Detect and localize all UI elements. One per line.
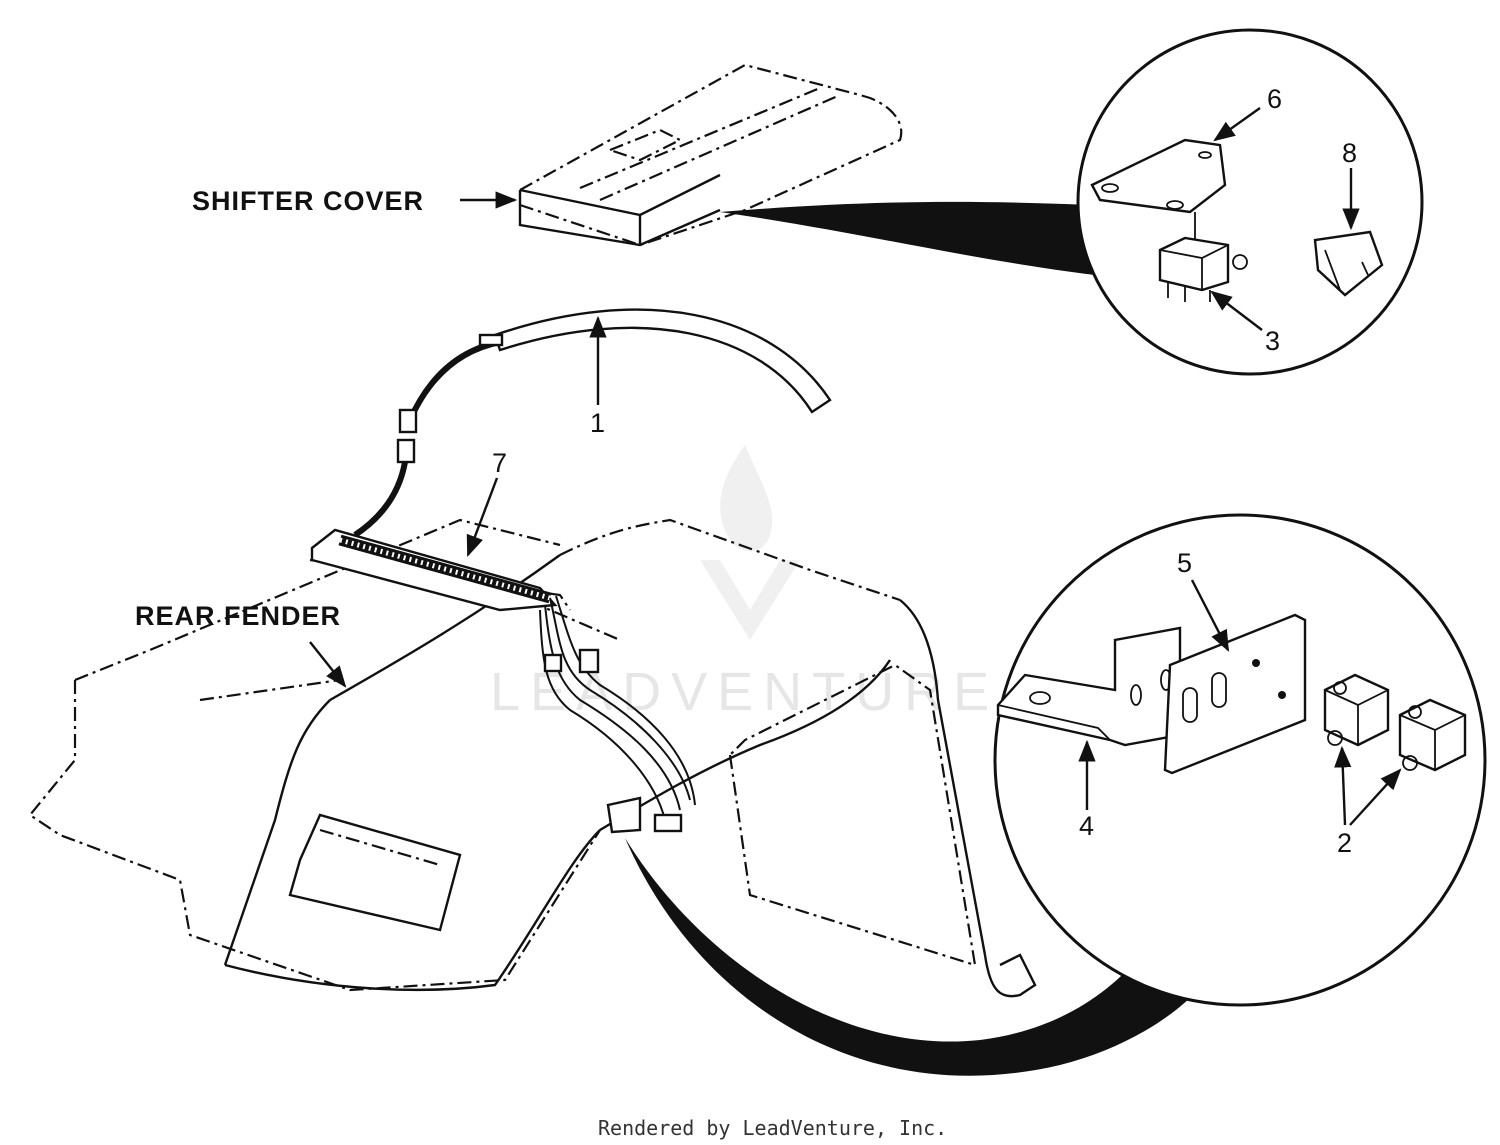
callout-5-arrow — [1190, 579, 1230, 652]
watermark-text: LEADVENTURE — [490, 662, 999, 722]
callout-6: 6 — [1267, 84, 1282, 114]
part-8-knob — [1313, 230, 1384, 297]
part-5-plate — [1163, 613, 1307, 775]
callout-3: 3 — [1265, 326, 1280, 356]
part-6-bracket — [1090, 138, 1227, 214]
shifter-cover-label: SHIFTER COVER — [192, 186, 424, 216]
part-3-switch — [1158, 212, 1248, 302]
footer-credit: Rendered by LeadVenture, Inc. — [598, 1116, 947, 1140]
callout-8: 8 — [1342, 138, 1357, 168]
part-2-switch-a — [1323, 673, 1390, 747]
callout-5: 5 — [1177, 548, 1192, 578]
rear-fender — [28, 518, 1037, 998]
rear-fender-label: REAR FENDER — [135, 601, 341, 631]
part-2-switch-b — [1398, 698, 1467, 772]
callout-2-arrow-b — [1349, 768, 1402, 826]
callout-3-arrow — [1210, 290, 1263, 331]
detail-connector-lower — [625, 838, 1225, 1076]
wire-harness-arc — [353, 308, 832, 538]
callout-7: 7 — [492, 448, 507, 478]
rear-fender-arrow — [309, 641, 347, 688]
wire-harness-main — [310, 528, 696, 834]
shifter-cover — [518, 63, 903, 247]
detail-circle-lower — [993, 513, 1487, 1007]
callout-1: 1 — [590, 408, 605, 438]
callout-2: 2 — [1337, 828, 1352, 858]
callout-4: 4 — [1079, 811, 1094, 841]
callout-7-arrow — [466, 477, 499, 558]
callout-2-arrow-a — [1334, 745, 1352, 826]
detail-connector-upper — [720, 201, 1095, 275]
watermark-logo — [700, 445, 800, 640]
callout-6-arrow — [1213, 107, 1261, 142]
